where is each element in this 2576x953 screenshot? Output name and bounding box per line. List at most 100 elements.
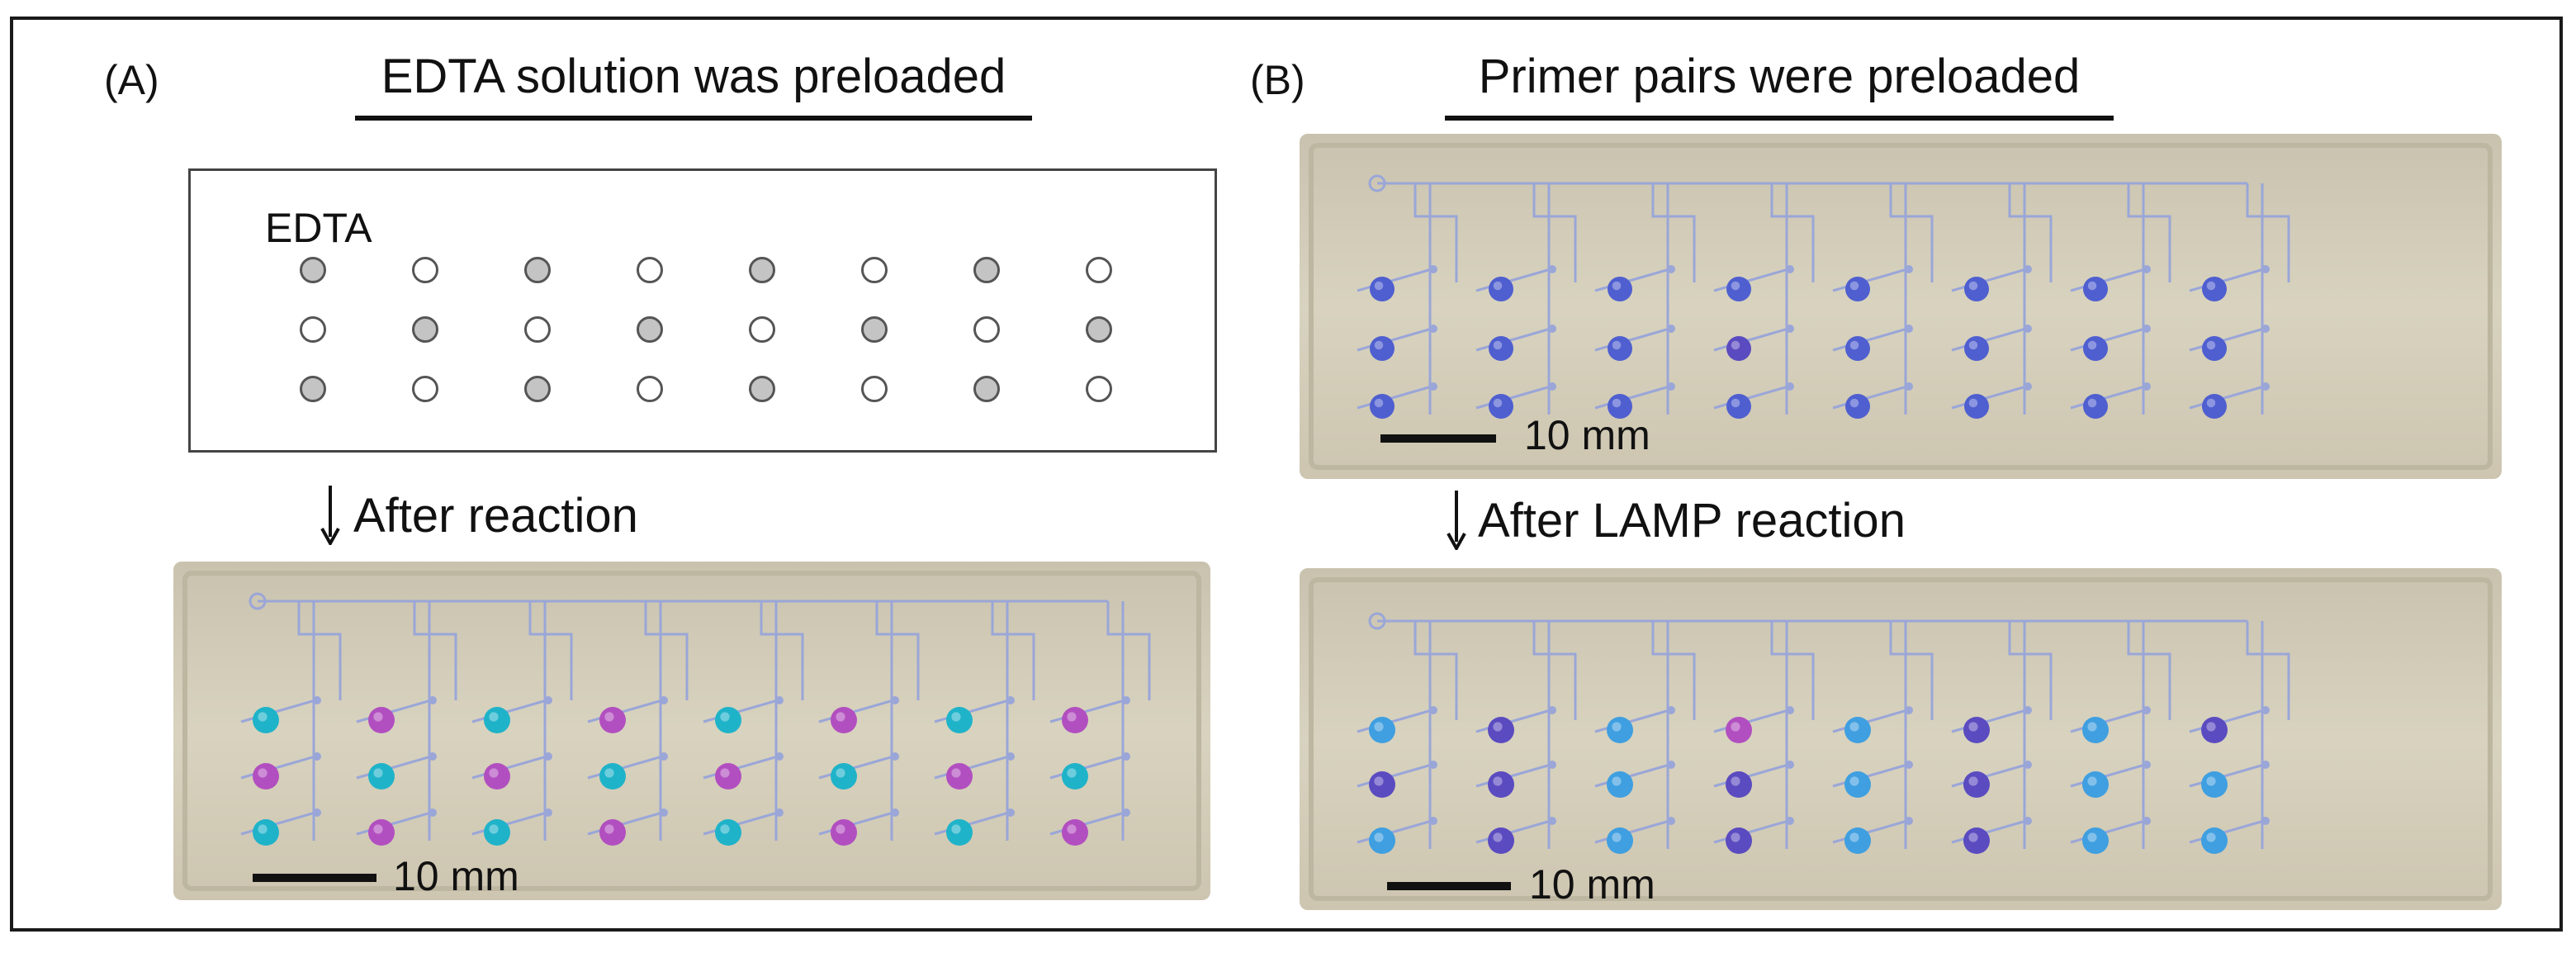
panel-b-arrow-label: After LAMP reaction: [1478, 494, 1906, 548]
reaction-well: [1608, 336, 1632, 361]
chip-body: [173, 562, 1210, 900]
edta-well: [749, 376, 775, 402]
panel-a-arrow-label: After reaction: [353, 489, 638, 543]
edta-well: [300, 257, 326, 283]
reaction-well: [946, 819, 973, 846]
reaction-well: [253, 707, 279, 733]
arrow-down-icon: [1447, 491, 1466, 554]
reaction-well: [715, 707, 741, 733]
reaction-well: [1369, 827, 1395, 854]
reaction-well: [1369, 771, 1395, 798]
empty-well: [1086, 376, 1112, 402]
reaction-well: [1726, 717, 1752, 743]
reaction-well: [831, 707, 857, 733]
reaction-well: [599, 763, 626, 789]
reaction-well: [1607, 771, 1633, 798]
scale-bar-a-label: 10 mm: [393, 853, 519, 899]
reaction-well: [1489, 336, 1513, 361]
reaction-well: [2202, 394, 2227, 419]
reaction-well: [1607, 827, 1633, 854]
edta-well: [973, 376, 1000, 402]
edta-well: [300, 376, 326, 402]
reaction-well: [253, 819, 279, 846]
reaction-well: [1845, 394, 1870, 419]
reaction-well: [946, 763, 973, 789]
empty-well: [861, 376, 888, 402]
empty-well: [412, 257, 438, 283]
reaction-well: [1844, 771, 1871, 798]
reaction-well: [1844, 827, 1871, 854]
panel-a-heading: EDTA solution was preloaded: [381, 50, 1006, 103]
reaction-well: [715, 763, 741, 789]
edta-well: [973, 257, 1000, 283]
reaction-well: [1489, 394, 1513, 419]
panel-a-heading-underline: [355, 116, 1032, 121]
reaction-well: [715, 819, 741, 846]
reaction-well: [1062, 819, 1088, 846]
reaction-well: [2082, 827, 2109, 854]
reaction-well: [599, 819, 626, 846]
empty-well: [1086, 257, 1112, 283]
empty-well: [524, 316, 551, 343]
edta-well: [412, 316, 438, 343]
reaction-well: [1369, 717, 1395, 743]
edta-well: [637, 316, 663, 343]
reaction-well: [2201, 717, 2228, 743]
reaction-well: [2201, 771, 2228, 798]
reaction-well: [484, 763, 510, 789]
empty-well: [861, 257, 888, 283]
reaction-well: [1964, 394, 1989, 419]
reaction-well: [368, 763, 395, 789]
scale-bar-b-bottom: [1387, 882, 1511, 890]
reaction-well: [2201, 827, 2228, 854]
scale-bar-b-bottom-label: 10 mm: [1529, 861, 1655, 908]
empty-well: [637, 376, 663, 402]
chip-b-before-photo: [1300, 134, 2502, 479]
reaction-well: [2082, 717, 2109, 743]
scale-bar-a: [253, 874, 376, 882]
edta-well: [524, 257, 551, 283]
reaction-well: [1845, 277, 1870, 301]
reaction-well: [1608, 277, 1632, 301]
reaction-well: [1963, 771, 1990, 798]
reaction-well: [831, 763, 857, 789]
edta-schematic: EDTA: [188, 168, 1217, 453]
reaction-well: [1726, 394, 1751, 419]
reaction-well: [1488, 771, 1514, 798]
chip-body: [1300, 134, 2502, 479]
chip-body: [1300, 568, 2502, 910]
panel-b-heading-underline: [1445, 116, 2114, 121]
reaction-well: [1488, 827, 1514, 854]
reaction-well: [1726, 827, 1752, 854]
reaction-well: [1963, 827, 1990, 854]
reaction-well: [253, 763, 279, 789]
arrow-down-icon: [320, 486, 340, 549]
reaction-well: [2083, 336, 2108, 361]
reaction-well: [599, 707, 626, 733]
reaction-well: [2083, 394, 2108, 419]
panel-b-heading: Primer pairs were preloaded: [1478, 50, 2081, 103]
reaction-well: [484, 819, 510, 846]
reaction-well: [1964, 336, 1989, 361]
reaction-well: [1726, 771, 1752, 798]
reaction-well: [1489, 277, 1513, 301]
reaction-well: [1963, 717, 1990, 743]
reaction-well: [1370, 277, 1395, 301]
edta-well: [524, 376, 551, 402]
scale-bar-b-top-label: 10 mm: [1524, 412, 1650, 458]
reaction-well: [946, 707, 973, 733]
reaction-well: [1726, 277, 1751, 301]
reaction-well: [831, 819, 857, 846]
reaction-well: [1608, 394, 1632, 419]
edta-well: [1086, 316, 1112, 343]
chip-a-after-photo: [173, 562, 1210, 900]
reaction-well: [1062, 763, 1088, 789]
reaction-well: [1844, 717, 1871, 743]
reaction-well: [2083, 277, 2108, 301]
empty-well: [973, 316, 1000, 343]
scale-bar-b-top: [1380, 434, 1496, 443]
reaction-well: [368, 707, 395, 733]
reaction-well: [2202, 336, 2227, 361]
empty-well: [300, 316, 326, 343]
reaction-well: [1062, 707, 1088, 733]
